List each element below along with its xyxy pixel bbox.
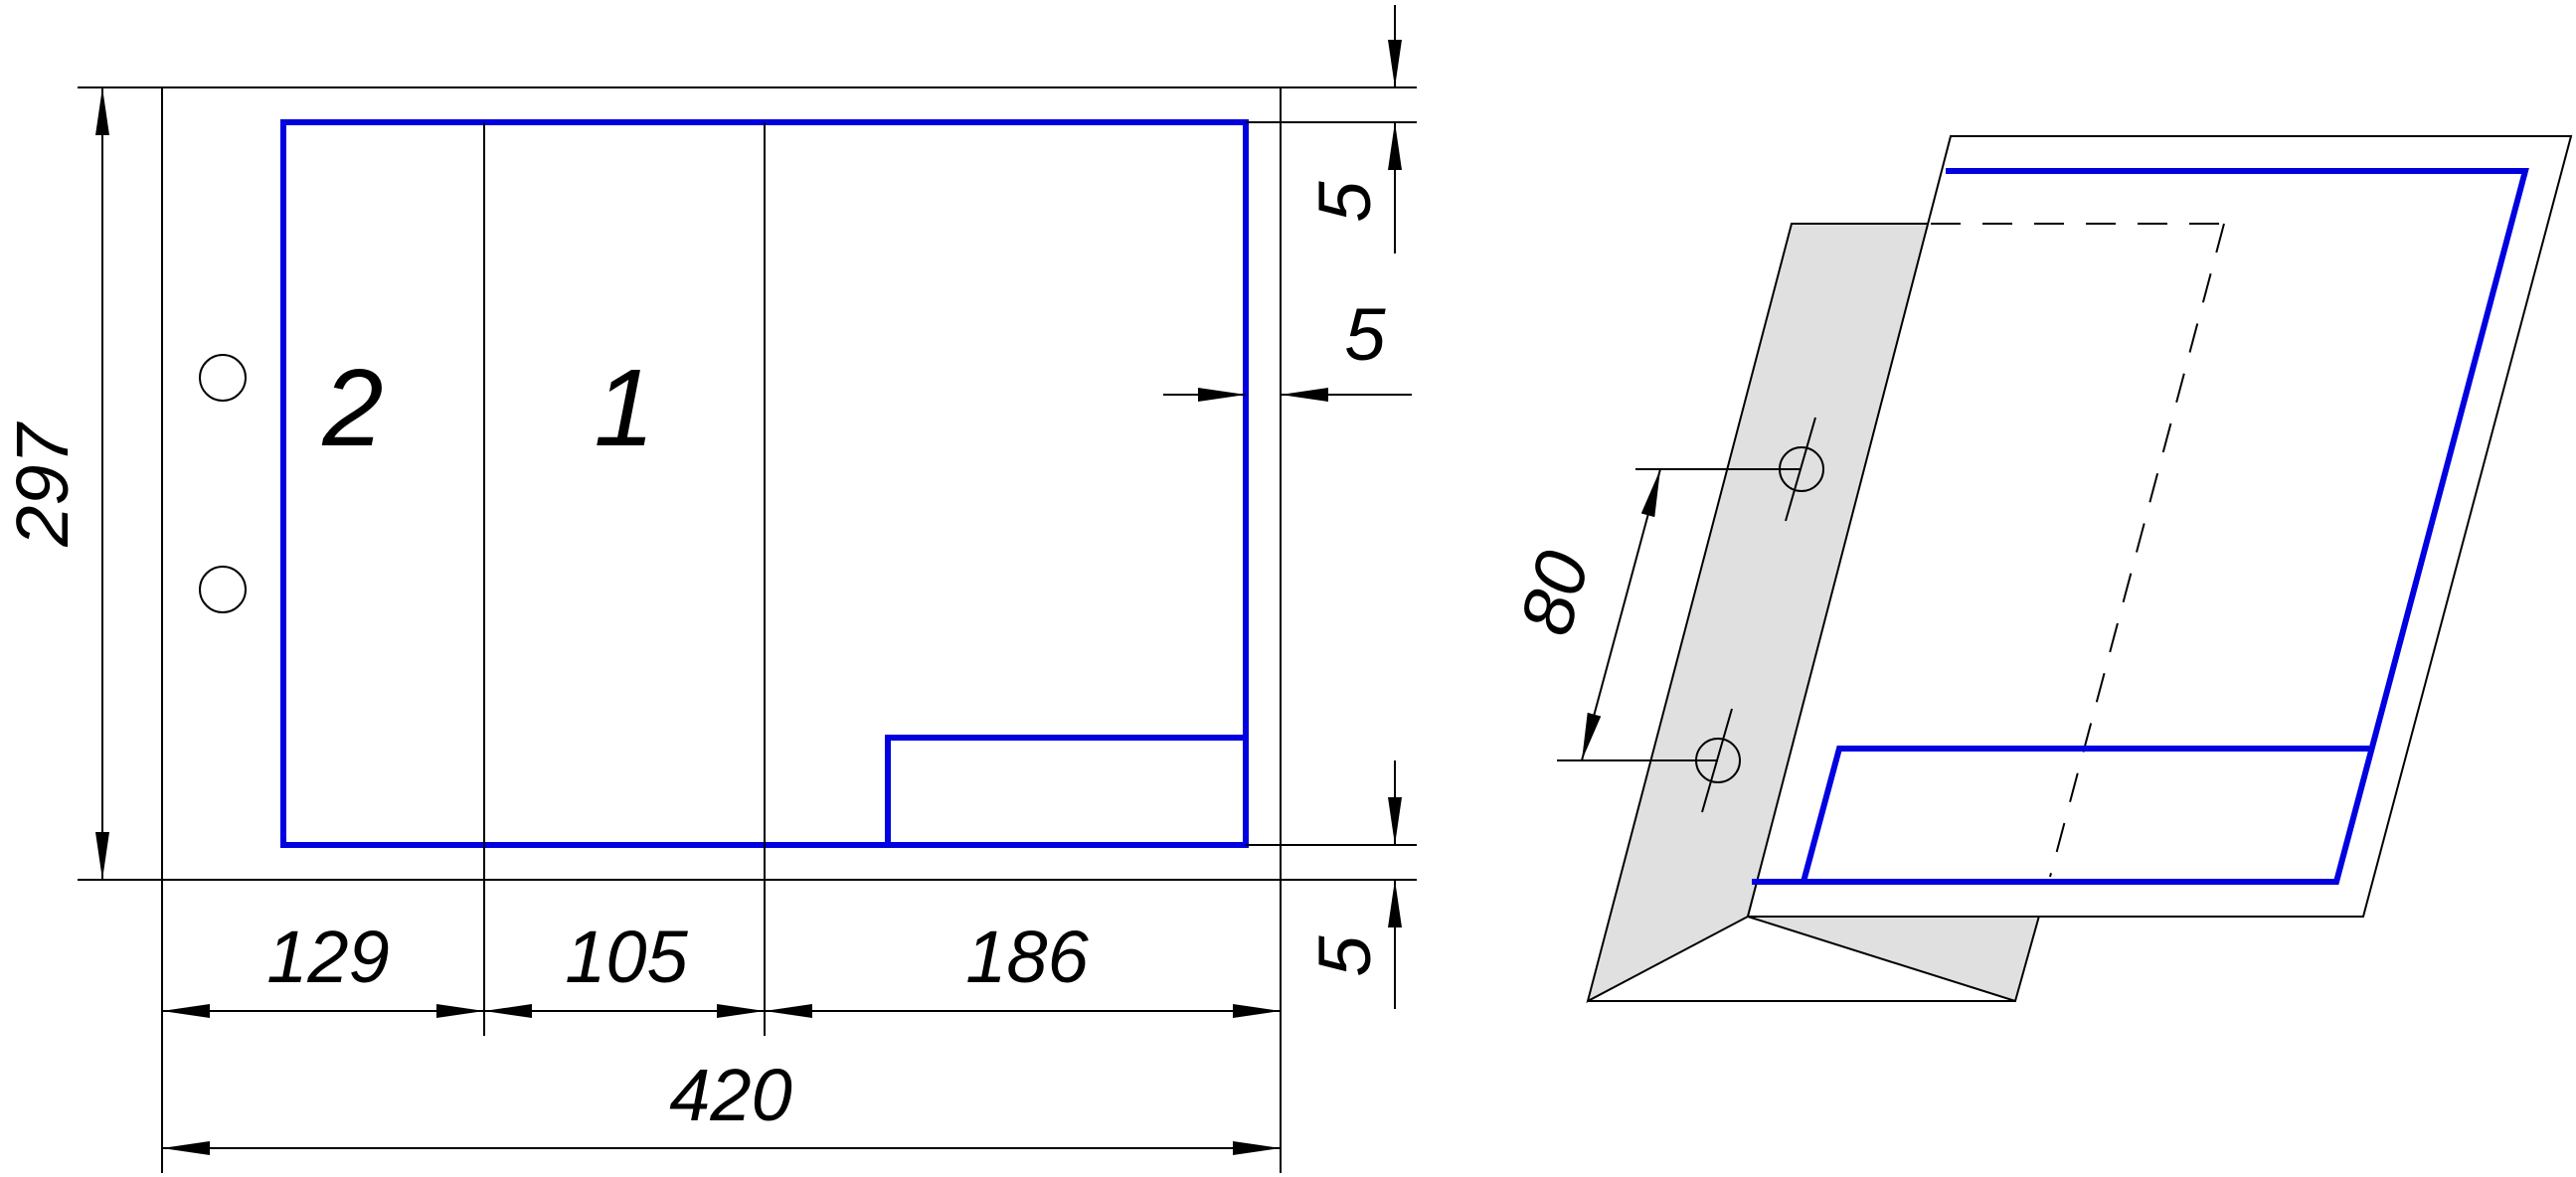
width-zone-2-text: 129 [266, 916, 389, 998]
front-sheet-outline [1746, 135, 2573, 918]
sheet-outline [161, 86, 1282, 881]
flat-sheet-view: 2 1 [161, 86, 1282, 1036]
height-dimension: 297 [1, 86, 162, 881]
margin-right-text: 5 [1344, 293, 1386, 376]
total-width-text: 420 [669, 1054, 791, 1136]
zone-label-1: 1 [594, 347, 654, 469]
width-zone-3-text: 186 [965, 916, 1089, 998]
hole-spacing-text: 80 [1504, 543, 1605, 643]
folded-sheet-view: 80 [1504, 135, 2573, 1003]
width-dimensions: 129 105 186 420 [161, 880, 1282, 1173]
width-zone-1-text: 105 [565, 916, 688, 998]
margin-dimensions: 5 5 5 [1163, 5, 1417, 1009]
binding-hole-top [199, 354, 247, 402]
folded-drawing-frame [1752, 168, 2529, 885]
binding-hole-bottom [199, 566, 247, 613]
height-dimension-text: 297 [1, 420, 84, 547]
margin-top-text: 5 [1303, 181, 1386, 223]
title-block [885, 735, 1249, 848]
margin-bottom-text: 5 [1303, 935, 1386, 977]
hidden-edge-right [2049, 223, 2225, 878]
zone-label-2: 2 [321, 347, 383, 469]
folded-title-block [1801, 746, 2369, 883]
